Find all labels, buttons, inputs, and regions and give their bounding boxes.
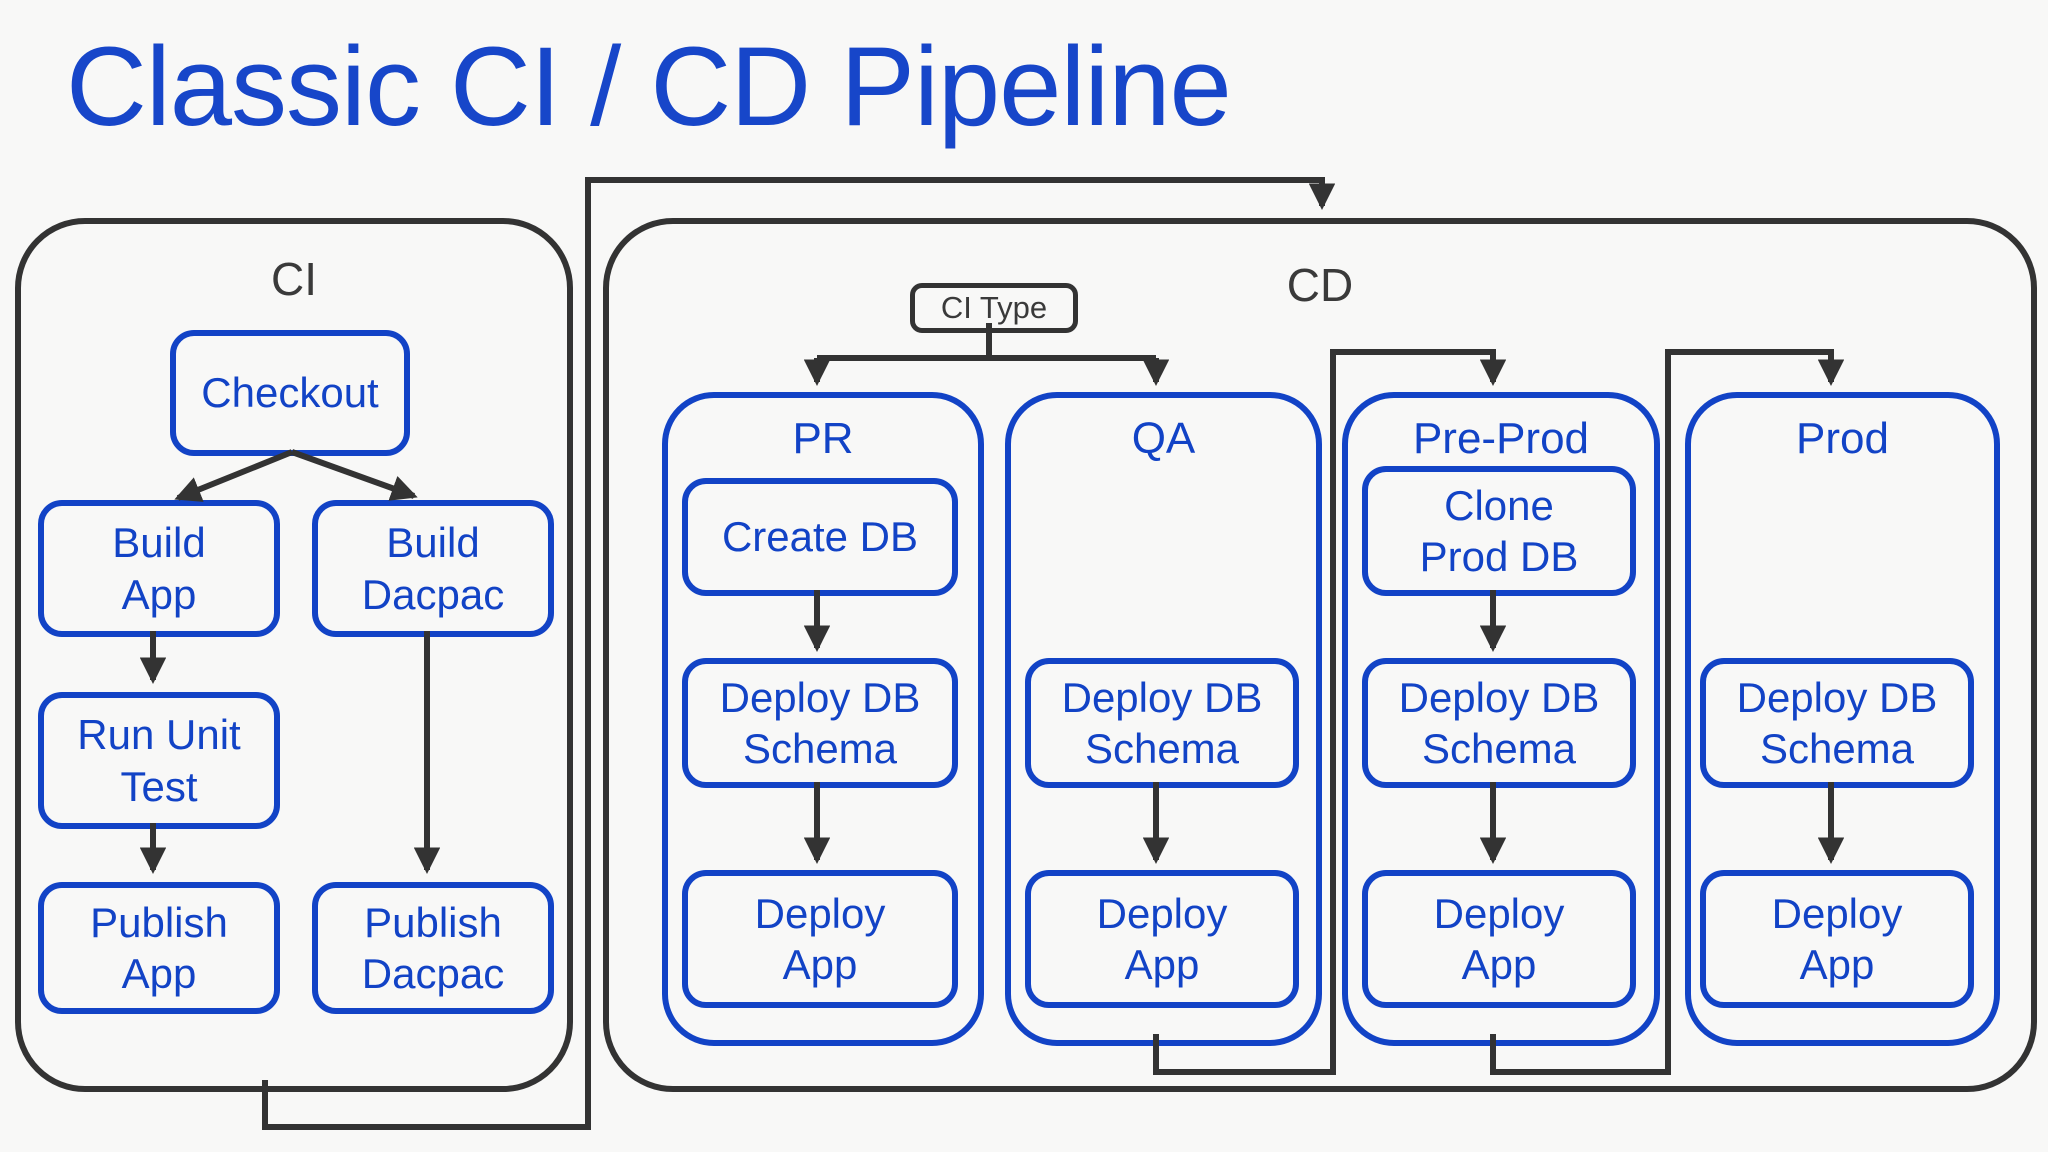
task-box-build-dacpac: Build Dacpac bbox=[312, 500, 554, 637]
task-label: Publish bbox=[90, 898, 228, 946]
task-label: App bbox=[1124, 941, 1200, 988]
task-box-clone-prod-db: Clone Prod DB bbox=[1362, 466, 1636, 596]
task-label: App bbox=[121, 950, 197, 997]
cd-container-label: CD bbox=[1286, 259, 1354, 311]
task-box-publish-dacpac: Publish Dacpac bbox=[312, 882, 554, 1014]
task-label: Run Unit bbox=[77, 711, 241, 759]
task-label: Test bbox=[120, 762, 198, 810]
task-box-pr-deploy-db-schema: Deploy DB Schema bbox=[682, 658, 958, 788]
task-label: Deploy bbox=[1771, 889, 1903, 937]
task-label: App bbox=[1461, 941, 1537, 988]
task-box-run-unit-test: Run Unit Test bbox=[38, 692, 280, 829]
lane-pre-prod-label: Pre-Prod bbox=[1412, 414, 1590, 463]
task-label: App bbox=[121, 570, 197, 618]
task-label: Build bbox=[386, 519, 480, 567]
task-box-prod-deploy-app: Deploy App bbox=[1700, 870, 1974, 1008]
task-label: Checkout bbox=[201, 369, 379, 417]
task-box-pre-prod-deploy-app: Deploy App bbox=[1362, 870, 1636, 1008]
lane-prod-label: Prod bbox=[1796, 414, 1889, 463]
task-box-build-app: Build App bbox=[38, 500, 280, 637]
task-label: Deploy DB bbox=[1736, 673, 1938, 721]
task-box-pr-deploy-app: Deploy App bbox=[682, 870, 958, 1008]
page-title: Classic CI / CD Pipeline bbox=[66, 24, 1232, 149]
task-label: Deploy bbox=[1096, 889, 1228, 937]
task-label: Publish bbox=[364, 898, 502, 946]
task-label: Prod DB bbox=[1419, 533, 1579, 580]
task-label: Dacpac bbox=[361, 570, 505, 618]
task-label: Deploy DB bbox=[1061, 673, 1263, 721]
lane-qa-label: QA bbox=[1131, 414, 1196, 463]
task-box-pre-prod-deploy-db-schema: Deploy DB Schema bbox=[1362, 658, 1636, 788]
task-label: Deploy bbox=[754, 889, 886, 937]
ci-type-label: CI Type bbox=[940, 290, 1048, 325]
task-label: App bbox=[1799, 941, 1875, 988]
task-label: Create DB bbox=[721, 513, 919, 561]
task-box-checkout: Checkout bbox=[170, 330, 410, 456]
task-label: App bbox=[782, 941, 858, 988]
task-box-publish-app: Publish App bbox=[38, 882, 280, 1014]
task-label: Dacpac bbox=[361, 950, 505, 997]
task-label: Schema bbox=[1084, 725, 1240, 772]
task-label: Deploy DB bbox=[1398, 673, 1600, 721]
task-box-create-db: Create DB bbox=[682, 478, 958, 596]
task-label: Deploy DB bbox=[719, 673, 921, 721]
ci-container-label: CI bbox=[271, 253, 317, 305]
task-box-qa-deploy-app: Deploy App bbox=[1025, 870, 1299, 1008]
lane-pr-label: PR bbox=[792, 414, 854, 463]
task-label: Clone bbox=[1444, 481, 1554, 529]
ci-type-box: CI Type bbox=[910, 283, 1078, 333]
task-box-qa-deploy-db-schema: Deploy DB Schema bbox=[1025, 658, 1299, 788]
task-label: Build bbox=[112, 519, 206, 567]
task-label: Schema bbox=[742, 725, 898, 772]
task-label: Deploy bbox=[1433, 889, 1565, 937]
task-label: Schema bbox=[1759, 725, 1915, 772]
task-box-prod-deploy-db-schema: Deploy DB Schema bbox=[1700, 658, 1974, 788]
task-label: Schema bbox=[1421, 725, 1577, 772]
